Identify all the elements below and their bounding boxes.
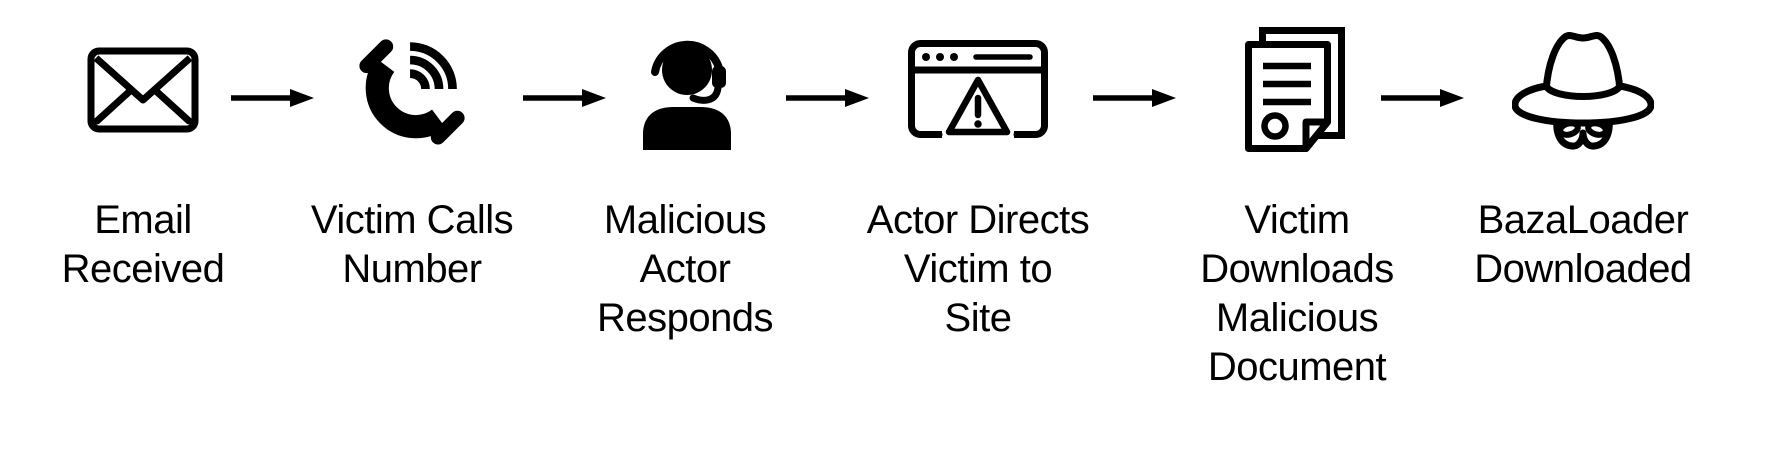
call-agent-icon bbox=[643, 40, 731, 150]
step-email-received: Email Received bbox=[13, 0, 273, 294]
flow-arrow bbox=[1380, 87, 1466, 109]
step-label: Victim Downloads Malicious Document bbox=[1200, 198, 1394, 389]
email-icon bbox=[87, 47, 199, 133]
flow-arrow bbox=[230, 87, 316, 109]
phone-call-icon bbox=[359, 39, 465, 145]
step-victim-downloads-malicious-document: Victim Downloads Malicious Document bbox=[1167, 0, 1427, 392]
flow-arrow bbox=[1092, 87, 1178, 109]
flow-arrow bbox=[785, 87, 871, 109]
step-label: Email Received bbox=[61, 198, 225, 291]
malicious-document-icon bbox=[1245, 27, 1345, 152]
spy-icon bbox=[1512, 31, 1654, 150]
step-label: Actor Directs Victim to Site bbox=[866, 198, 1090, 340]
browser-warning-icon bbox=[908, 40, 1048, 140]
step-label: BazaLoader Downloaded bbox=[1474, 198, 1692, 291]
step-label: Victim Calls Number bbox=[310, 198, 514, 291]
flow-arrow bbox=[522, 87, 608, 109]
step-bazaloader-downloaded: BazaLoader Downloaded bbox=[1433, 0, 1733, 294]
step-actor-directs-victim-to-site: Actor Directs Victim to Site bbox=[848, 0, 1108, 343]
step-victim-calls-number: Victim Calls Number bbox=[282, 0, 542, 294]
step-label: Malicious Actor Responds bbox=[596, 198, 774, 340]
step-malicious-actor-responds: Malicious Actor Responds bbox=[555, 0, 815, 343]
